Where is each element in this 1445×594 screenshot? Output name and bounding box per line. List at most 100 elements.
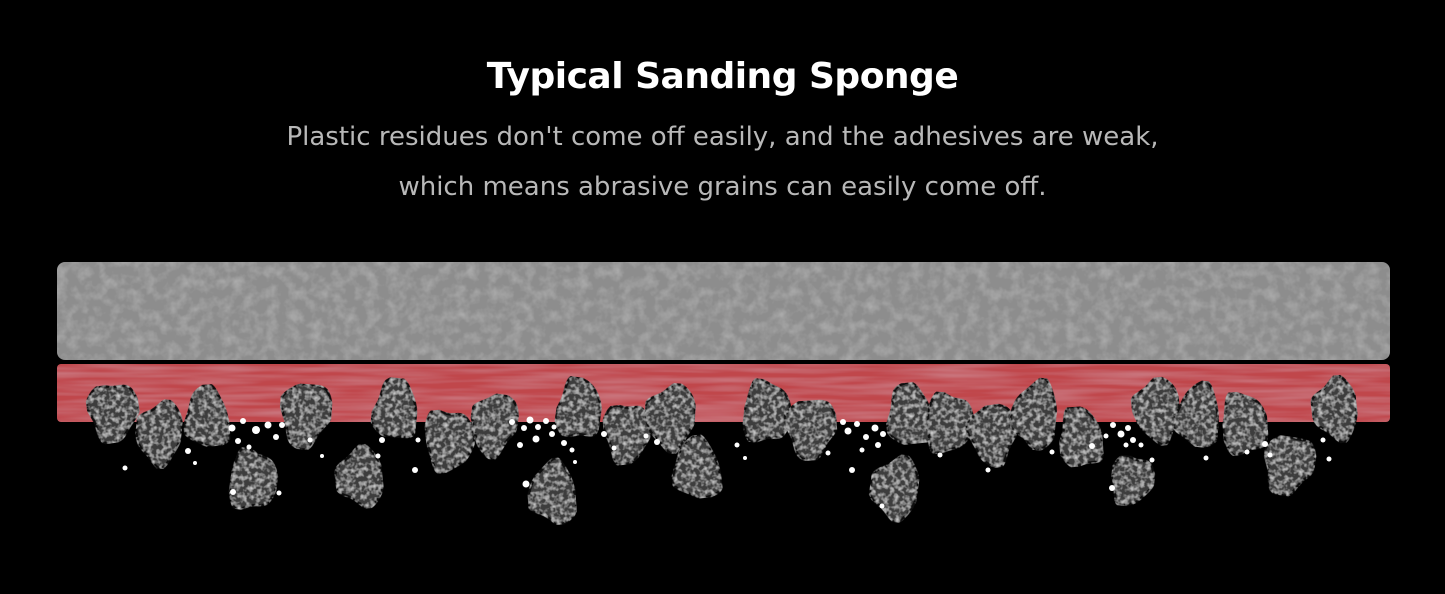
plastic-residue-dot bbox=[1049, 449, 1055, 455]
plastic-residue-dot bbox=[1244, 449, 1250, 455]
abrasive-grain bbox=[85, 384, 140, 445]
abrasive-grain bbox=[671, 433, 724, 499]
plastic-residue-dot bbox=[235, 438, 241, 444]
abrasive-grain bbox=[1310, 374, 1358, 444]
plastic-residue-dot bbox=[854, 421, 860, 427]
plastic-residue-dot bbox=[193, 461, 197, 465]
plastic-residue-dot bbox=[264, 421, 272, 429]
plastic-residue-dot bbox=[880, 431, 886, 437]
abrasive-grain bbox=[644, 382, 697, 455]
plastic-residue-dot bbox=[549, 431, 555, 437]
plastic-residue-dot bbox=[252, 426, 260, 434]
plastic-residue-dot bbox=[535, 424, 541, 430]
plastic-residue-dot bbox=[1089, 443, 1095, 449]
abrasive-grain bbox=[1008, 376, 1058, 452]
plastic-residue-dot bbox=[643, 433, 649, 439]
plastic-residue-dot bbox=[273, 434, 279, 440]
plastic-residue-dot bbox=[320, 454, 324, 458]
plastic-residue-dot bbox=[1125, 425, 1131, 431]
plastic-residue-dot bbox=[1103, 433, 1109, 439]
plastic-residue-dot bbox=[1326, 456, 1332, 462]
plastic-residue-dot bbox=[1320, 437, 1326, 443]
abrasive-grain bbox=[279, 383, 333, 451]
abrasive-grain bbox=[885, 381, 937, 446]
plastic-residue-dot bbox=[276, 490, 282, 496]
plastic-residue-dot bbox=[228, 424, 236, 432]
abrasive-grain bbox=[1058, 405, 1105, 468]
plastic-residue-dot bbox=[1130, 437, 1136, 443]
sponge-layer bbox=[57, 262, 1390, 360]
abrasive-grain bbox=[1110, 454, 1156, 507]
plastic-residue-dot bbox=[879, 503, 885, 509]
plastic-residue-dot bbox=[412, 467, 418, 473]
plastic-residue-dot bbox=[122, 465, 128, 471]
abrasive-grain bbox=[333, 443, 385, 510]
plastic-residue-dot bbox=[1110, 422, 1116, 428]
plastic-residue-dot bbox=[279, 422, 285, 428]
plastic-residue-dot bbox=[611, 445, 617, 451]
plastic-residue-dot bbox=[246, 444, 252, 450]
abrasive-grain bbox=[964, 403, 1018, 469]
plastic-residue-dot bbox=[844, 427, 852, 435]
abrasive-grain bbox=[1221, 391, 1269, 457]
plastic-residue-dot bbox=[863, 434, 869, 440]
page-title: Typical Sanding Sponge bbox=[486, 56, 959, 97]
plastic-residue-dot bbox=[517, 442, 523, 448]
plastic-residue-dot bbox=[825, 450, 831, 456]
abrasive-grain bbox=[1263, 434, 1317, 497]
plastic-residue-dot bbox=[240, 418, 246, 424]
plastic-residue-dot bbox=[379, 437, 385, 443]
abrasive-grains bbox=[85, 374, 1358, 526]
plastic-residue-dot bbox=[734, 442, 740, 448]
plastic-residue-dot bbox=[601, 431, 607, 437]
plastic-residue-dot bbox=[985, 467, 991, 473]
plastic-residue-dot bbox=[569, 447, 575, 453]
abrasive-grain bbox=[470, 393, 519, 461]
abrasive-grain bbox=[228, 446, 279, 511]
abrasive-grain bbox=[742, 377, 792, 444]
plastic-residue-dot bbox=[840, 419, 846, 425]
plastic-residue-dot bbox=[543, 418, 549, 424]
plastic-residue-dot bbox=[1123, 442, 1129, 448]
plastic-residue-dot bbox=[230, 489, 236, 495]
plastic-residue-dot bbox=[1117, 430, 1125, 438]
plastic-residue-dot bbox=[551, 424, 557, 430]
abrasive-grain bbox=[1130, 376, 1181, 447]
plastic-residue-dot bbox=[526, 416, 534, 424]
plastic-residue-dot bbox=[521, 425, 527, 431]
plastic-residue-dot bbox=[937, 452, 943, 458]
plastic-residue-dot bbox=[1138, 442, 1144, 448]
plastic-residue-dot bbox=[743, 456, 747, 460]
abrasive-grain bbox=[526, 457, 578, 526]
plastic-residue-dot bbox=[859, 447, 865, 453]
plastic-residue-dot bbox=[522, 480, 530, 488]
abrasive-grain bbox=[554, 375, 602, 438]
abrasive-grain bbox=[783, 399, 838, 462]
abrasive-grain bbox=[182, 383, 232, 448]
plastic-residue-dot bbox=[871, 424, 879, 432]
plastic-residue-dot bbox=[1109, 485, 1115, 491]
plastic-residue-dot bbox=[415, 437, 421, 443]
abrasive-grain bbox=[1172, 380, 1220, 449]
plastic-residue-dot bbox=[654, 439, 660, 445]
plastic-residue-dot bbox=[185, 448, 191, 454]
page-description: Plastic residues don't come off easily, … bbox=[286, 122, 1159, 202]
plastic-residue-dot bbox=[1149, 457, 1155, 463]
plastic-residue-dot bbox=[509, 419, 515, 425]
plastic-residue-dot bbox=[573, 460, 577, 464]
abrasive-grain bbox=[369, 376, 418, 439]
plastic-residue-dot bbox=[307, 437, 313, 443]
plastic-residue-dot bbox=[875, 442, 881, 448]
plastic-residue-dot bbox=[1203, 455, 1209, 461]
plastic-residue-dot bbox=[375, 453, 381, 459]
plastic-residue-dot bbox=[1262, 441, 1268, 447]
plastic-residue-dot bbox=[561, 440, 567, 446]
abrasive-grain bbox=[868, 453, 920, 524]
plastic-residue-dot bbox=[532, 435, 540, 443]
abrasive-grain bbox=[135, 398, 184, 470]
plastic-residue-dot bbox=[1267, 452, 1273, 458]
plastic-residue-particles bbox=[122, 416, 1332, 509]
abrasive-grain bbox=[424, 409, 476, 475]
